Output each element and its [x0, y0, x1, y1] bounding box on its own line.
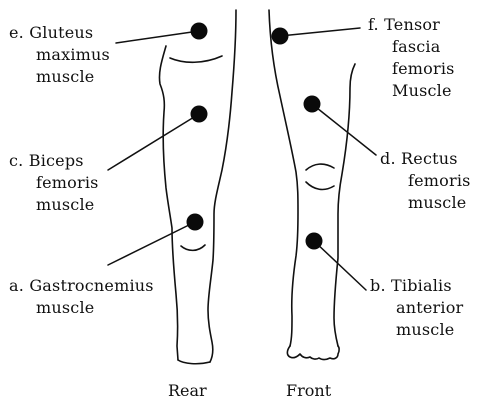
label-d-line-2: femoris	[380, 170, 471, 192]
marker-a	[187, 214, 204, 231]
view-label-rear: Rear	[168, 381, 207, 401]
label-c-text-1: Biceps	[29, 151, 84, 170]
label-e-line-2: maximus	[9, 44, 110, 66]
leader-line-a	[108, 222, 195, 265]
label-b-line-2: anterior	[370, 297, 463, 319]
label-a-letter: a.	[9, 276, 24, 295]
label-d-line-3: muscle	[380, 192, 471, 214]
label-c-letter: c.	[9, 151, 23, 170]
marker-f	[272, 28, 289, 45]
label-b-line-1: b. Tibialis	[370, 275, 463, 297]
label-a-line-1: a. Gastrocnemius	[9, 275, 154, 297]
label-e: e. Gluteus maximus muscle	[9, 22, 110, 88]
label-c-line-1: c. Biceps	[9, 150, 99, 172]
label-f-line-2: fascia	[368, 36, 455, 58]
label-c-line-2: femoris	[9, 172, 99, 194]
label-a: a. Gastrocnemius muscle	[9, 275, 154, 319]
front-toes	[287, 346, 339, 360]
rear-gluteal-fold	[170, 56, 222, 62]
markers	[187, 23, 323, 250]
front-leg-inner-contour	[334, 64, 355, 346]
front-leg-outer-contour	[269, 10, 298, 346]
front-leg-outline	[269, 10, 355, 360]
label-e-letter: e.	[9, 23, 24, 42]
label-b-line-3: muscle	[370, 319, 463, 341]
label-f-text-1: Tensor	[384, 15, 440, 34]
view-label-front: Front	[286, 381, 331, 401]
rear-leg-outer-contour	[159, 46, 178, 360]
marker-d	[304, 96, 321, 113]
label-e-line-1: e. Gluteus	[9, 22, 110, 44]
label-d-line-1: d. Rectus	[380, 148, 471, 170]
marker-c	[191, 106, 208, 123]
rear-leg-inner-contour	[208, 10, 236, 362]
label-c: c. Biceps femoris muscle	[9, 150, 99, 216]
rear-knee-crease	[181, 245, 205, 250]
label-a-line-2: muscle	[9, 297, 154, 319]
leader-line-d	[312, 104, 376, 155]
label-f-line-4: Muscle	[368, 80, 455, 102]
leader-lines	[108, 28, 376, 290]
leader-line-e	[116, 31, 199, 43]
marker-b	[306, 233, 323, 250]
label-e-text-1: Gluteus	[29, 23, 93, 42]
label-f-letter: f.	[368, 15, 379, 34]
label-d-text-1: Rectus	[401, 149, 458, 168]
label-d: d. Rectus femoris muscle	[380, 148, 471, 214]
label-f-line-1: f. Tensor	[368, 14, 455, 36]
leader-line-f	[280, 28, 360, 36]
label-c-line-3: muscle	[9, 194, 99, 216]
rear-leg-outline	[159, 10, 236, 364]
leader-line-b	[314, 241, 366, 290]
label-f-line-3: femoris	[368, 58, 455, 80]
marker-e	[191, 23, 208, 40]
label-b-letter: b.	[370, 276, 386, 295]
label-b-text-1: Tibialis	[391, 276, 452, 295]
front-knee-mark-lower	[306, 182, 334, 189]
label-a-text-1: Gastrocnemius	[29, 276, 153, 295]
label-e-line-3: muscle	[9, 66, 110, 88]
leader-line-c	[108, 114, 199, 170]
label-f: f. Tensor fascia femoris Muscle	[368, 14, 455, 102]
rear-heel	[178, 360, 210, 364]
front-knee-mark-upper	[306, 164, 334, 170]
label-d-letter: d.	[380, 149, 396, 168]
label-b: b. Tibialis anterior muscle	[370, 275, 463, 341]
